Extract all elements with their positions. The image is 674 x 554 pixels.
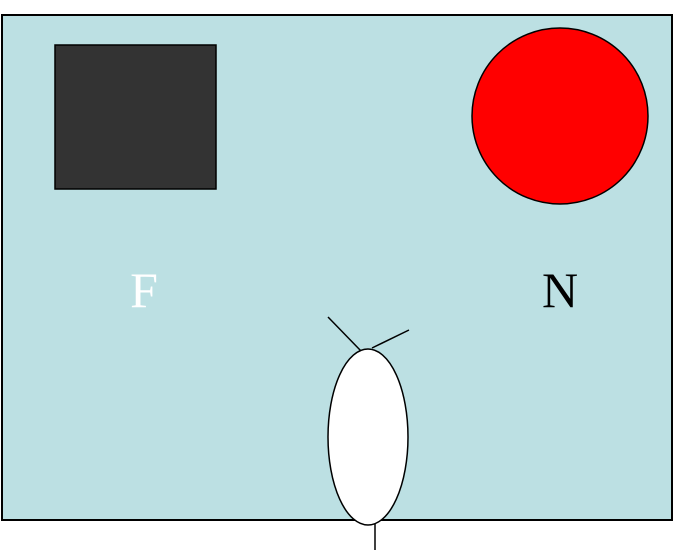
label-left: F [130,262,158,318]
label-right: N [542,262,578,318]
red-circle [471,27,649,205]
white-ellipse [327,348,409,526]
left-antenna [327,316,362,352]
dark-square [54,44,217,190]
right-antenna [371,329,410,349]
